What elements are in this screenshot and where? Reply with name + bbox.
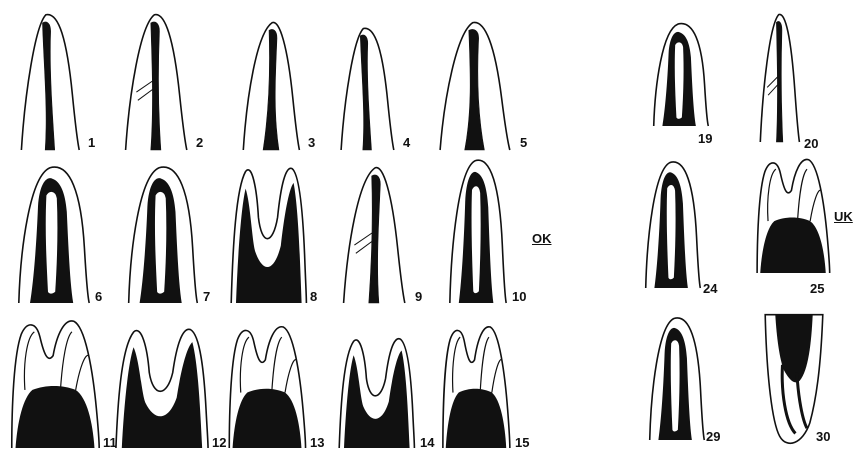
tooth-11 — [12, 321, 99, 448]
canal-split — [155, 192, 167, 295]
figure-label-2: 2 — [196, 136, 203, 149]
canal-split — [674, 42, 684, 119]
tooth-6 — [19, 167, 89, 303]
figure-label-9: 9 — [415, 290, 422, 303]
canal-fill — [236, 183, 302, 303]
figure-label-14: 14 — [420, 436, 434, 449]
figure-label-4: 4 — [403, 136, 410, 149]
figure-label-3: 3 — [308, 136, 315, 149]
group-label-ok: OK — [532, 232, 552, 245]
canal-fill — [344, 351, 410, 448]
canal-split — [471, 186, 481, 294]
canal-split — [45, 192, 58, 295]
tooth-19 — [654, 24, 709, 126]
canal-fill — [360, 35, 371, 150]
tooth-8 — [231, 168, 306, 303]
figure-label-11: 11 — [103, 436, 117, 449]
canal-fill — [233, 389, 302, 448]
canal-fill — [760, 218, 826, 273]
tooth-30 — [765, 315, 823, 444]
figure-label-12: 12 — [212, 436, 226, 449]
figure-label-5: 5 — [520, 136, 527, 149]
tooth-5 — [440, 22, 510, 150]
figure-label-15: 15 — [515, 436, 529, 449]
canal-fill — [465, 29, 485, 150]
tooth-14 — [339, 339, 414, 448]
canal-fill — [446, 389, 506, 448]
figure-label-8: 8 — [310, 290, 317, 303]
figure-label-24: 24 — [703, 282, 717, 295]
canal-fill — [151, 22, 161, 150]
figure-label-7: 7 — [203, 290, 210, 303]
figure-label-20: 20 — [804, 137, 818, 150]
tooth-2 — [126, 15, 187, 150]
figure-label-25: 25 — [810, 282, 824, 295]
figure-label-6: 6 — [95, 290, 102, 303]
tooth-3 — [243, 22, 299, 150]
canal-fill — [42, 22, 54, 150]
figure-label-30: 30 — [816, 430, 830, 443]
tooth-29 — [650, 318, 705, 440]
canal-fill — [122, 342, 202, 448]
tooth-4 — [341, 28, 394, 150]
tooth-13 — [229, 327, 305, 448]
tooth-9 — [344, 168, 405, 303]
canal-split — [666, 185, 676, 280]
canal-fill — [776, 21, 782, 142]
figure-label-10: 10 — [512, 290, 526, 303]
canal-split — [670, 340, 680, 432]
tooth-20 — [760, 14, 799, 142]
tooth-12 — [116, 329, 208, 448]
tooth-15 — [443, 327, 510, 448]
figure-label-13: 13 — [310, 436, 324, 449]
tooth-7 — [129, 167, 198, 303]
tooth-10 — [450, 160, 506, 303]
figure-label-19: 19 — [698, 132, 712, 145]
figure-label-29: 29 — [706, 430, 720, 443]
canal-fill — [369, 175, 381, 303]
group-label-uk: UK — [834, 210, 853, 223]
figure-label-1: 1 — [88, 136, 95, 149]
tooth-24 — [646, 162, 701, 288]
tooth-25 — [757, 159, 830, 273]
canal-fill — [16, 386, 95, 448]
tooth-1 — [21, 15, 79, 150]
canal-fill — [263, 29, 279, 150]
